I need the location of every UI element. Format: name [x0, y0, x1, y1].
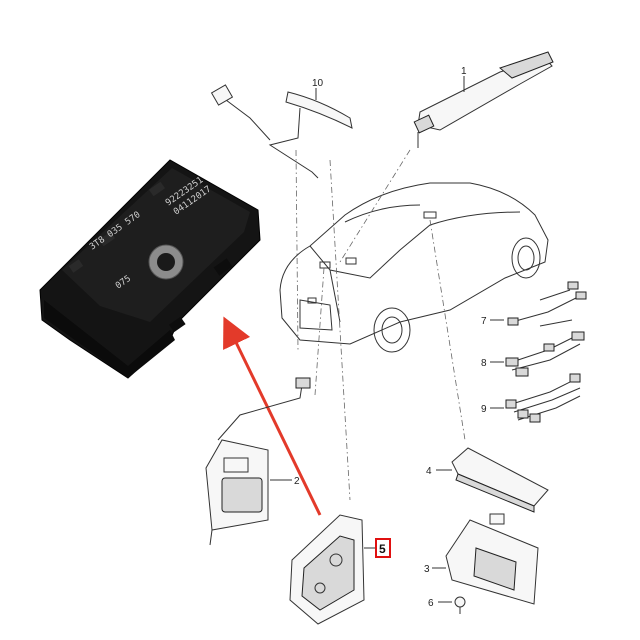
callout-6: 6	[428, 598, 434, 609]
leader-lines	[295, 149, 466, 501]
module-photo: 3T8 035 570 92223251 04112017 075	[39, 159, 261, 379]
callout-2: 2	[294, 476, 300, 487]
bushing-hole	[157, 253, 175, 271]
callout-10: 10	[312, 78, 324, 89]
part-8-cable-set: 8	[481, 331, 585, 377]
car-outline	[279, 182, 549, 353]
callout-9: 9	[481, 404, 487, 415]
part-9-cable-set: 9	[481, 373, 581, 423]
part-5-module: 5	[289, 514, 391, 625]
callout-4: 4	[426, 466, 432, 477]
callout-5: 5	[379, 542, 386, 556]
part-4-panel: 4	[426, 447, 549, 513]
part-1-roof-antenna: 1	[413, 51, 554, 148]
callout-5-highlight-box	[375, 538, 391, 558]
callout-7: 7	[481, 316, 487, 327]
part-7-cable-set: 7	[481, 281, 587, 327]
callout-1: 1	[461, 66, 467, 77]
callout-8: 8	[481, 358, 487, 369]
callout-3: 3	[424, 564, 430, 575]
part-6-screw: 6	[428, 596, 466, 614]
part-10-antenna-strip: 10	[210, 78, 353, 179]
part-2-amplifier: 2	[205, 377, 311, 546]
part-3-housing: 3	[424, 513, 539, 605]
highlight-arrow	[223, 316, 322, 516]
